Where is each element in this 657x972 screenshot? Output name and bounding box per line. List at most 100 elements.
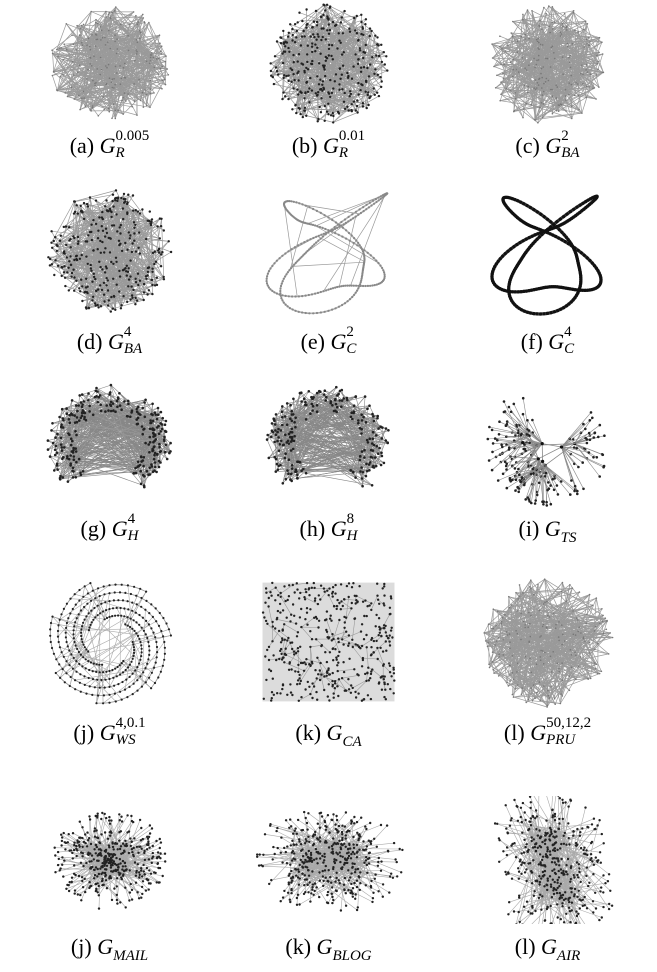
caption-symbol: G <box>100 133 116 158</box>
caption-subscript: AIR <box>557 948 580 964</box>
caption-label: (g) <box>81 516 107 541</box>
caption-symbol: G <box>331 516 347 541</box>
panel-caption: (a) G0.005R <box>0 135 219 161</box>
network-graph-svg <box>219 378 438 510</box>
network-graph-svg <box>219 796 438 924</box>
caption-symbol: G <box>548 329 564 354</box>
panel-caption: (f) G4C <box>438 331 657 357</box>
network-graph-drawing <box>438 378 657 510</box>
panel-caption: (l) GAIR <box>438 936 657 964</box>
caption-label: (i) <box>519 516 540 541</box>
network-graph-drawing <box>0 796 219 924</box>
caption-label: (j) <box>71 934 92 959</box>
caption-subscript: BA <box>561 146 579 161</box>
caption-subscript: PRU <box>546 733 591 748</box>
panel-caption: (j) GMAIL <box>0 936 219 964</box>
caption-label: (k) <box>295 720 321 745</box>
caption-superscript: 4 <box>564 325 574 340</box>
network-graph-drawing <box>219 572 438 712</box>
caption-label: (l) <box>504 720 525 745</box>
caption-subscript: TS <box>561 530 577 546</box>
network-graph-svg <box>438 0 657 128</box>
panel-caption: (l) G50,12,2PRU <box>438 722 657 748</box>
caption-superscript: 0.01 <box>339 129 365 144</box>
caption-subscript: CA <box>342 734 361 750</box>
caption-superscript: 50,12,2 <box>546 716 591 731</box>
panel-caption: (c) G2BA <box>438 135 657 161</box>
network-graph-svg <box>219 0 438 128</box>
caption-subscript: R <box>339 146 365 161</box>
caption-superscript: 4 <box>128 512 139 527</box>
caption-subscript: R <box>116 146 150 161</box>
panel-caption: (e) G2C <box>219 331 438 357</box>
caption-symbol: G <box>541 934 557 959</box>
caption-symbol: G <box>100 720 116 745</box>
network-graph-svg <box>438 572 657 712</box>
caption-label: (a) <box>70 133 94 158</box>
caption-label: (h) <box>300 516 326 541</box>
caption-label: (l) <box>515 934 536 959</box>
caption-symbol: G <box>545 516 561 541</box>
panel-caption: (k) GCA <box>219 722 438 750</box>
caption-subscript: BLOG <box>332 948 371 964</box>
caption-symbol: G <box>97 934 113 959</box>
panel-caption: (b) G0.01R <box>219 135 438 161</box>
network-graph-drawing <box>219 186 438 318</box>
panel-caption: (i) GTS <box>438 518 657 546</box>
network-graph-drawing <box>219 796 438 924</box>
network-graph-svg <box>0 572 219 712</box>
caption-subscript: C <box>564 342 574 357</box>
caption-superscript: 0.005 <box>116 129 150 144</box>
caption-subscript: WS <box>116 733 146 748</box>
network-graph-svg <box>219 186 438 318</box>
network-graph-svg <box>0 378 219 510</box>
caption-symbol: G <box>530 720 546 745</box>
panel-caption: (d) G4BA <box>0 331 219 357</box>
network-graph-drawing <box>0 378 219 510</box>
network-graph-drawing <box>219 378 438 510</box>
caption-label: (d) <box>77 329 103 354</box>
network-graph-svg <box>219 572 438 712</box>
network-graph-drawing <box>0 572 219 712</box>
caption-subscript: H <box>347 529 358 544</box>
network-graph-drawing <box>0 186 219 318</box>
caption-label: (f) <box>521 329 543 354</box>
panel-caption: (g) G4H <box>0 518 219 544</box>
network-graph-svg <box>0 796 219 924</box>
caption-symbol: G <box>331 329 347 354</box>
caption-symbol: G <box>323 133 339 158</box>
caption-label: (b) <box>292 133 318 158</box>
caption-symbol: G <box>108 329 124 354</box>
caption-subscript: H <box>128 529 139 544</box>
caption-label: (j) <box>73 720 94 745</box>
network-graph-drawing <box>438 796 657 924</box>
caption-label: (e) <box>301 329 325 354</box>
caption-subscript: MAIL <box>113 948 148 964</box>
caption-superscript: 2 <box>346 325 356 340</box>
caption-symbol: G <box>317 934 333 959</box>
caption-superscript: 4,0.1 <box>116 716 146 731</box>
caption-superscript: 4 <box>124 325 142 340</box>
panel-caption: (k) GBLOG <box>219 936 438 964</box>
caption-symbol: G <box>545 133 561 158</box>
network-graph-svg <box>0 0 219 128</box>
network-graph-svg <box>0 186 219 318</box>
caption-label: (k) <box>285 934 311 959</box>
caption-symbol: G <box>112 516 128 541</box>
caption-superscript: 2 <box>561 129 579 144</box>
network-graph-svg <box>438 186 657 318</box>
network-graph-svg <box>438 378 657 510</box>
panel-caption: (j) G4,0.1WS <box>0 722 219 748</box>
network-graph-drawing <box>438 572 657 712</box>
network-graph-drawing <box>0 0 219 128</box>
network-graph-drawing <box>438 186 657 318</box>
network-graph-drawing <box>438 0 657 128</box>
caption-subscript: BA <box>124 342 142 357</box>
panel-caption: (h) G8H <box>219 518 438 544</box>
caption-label: (c) <box>515 133 539 158</box>
network-graph-drawing <box>219 0 438 128</box>
caption-subscript: C <box>346 342 356 357</box>
network-graph-svg <box>438 796 657 924</box>
caption-superscript: 8 <box>347 512 358 527</box>
